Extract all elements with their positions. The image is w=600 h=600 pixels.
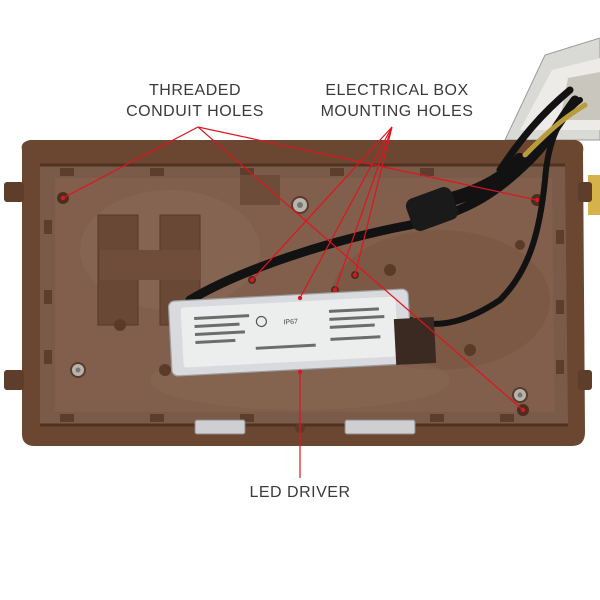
label-line: MOUNTING HOLES [320,103,474,120]
callout-leader-lines [60,126,540,478]
threaded-conduit-holes-label: THREADED CONDUIT HOLES [120,80,270,122]
led-driver-body [167,288,437,377]
led-driver-label: LED DRIVER [249,484,351,501]
terminal-strips [194,419,416,435]
label-line: CONDUIT HOLES [126,103,264,120]
label-line: ELECTRICAL BOX [325,82,469,99]
driver-ip-rating: IP67 [283,319,298,327]
label-line: THREADED [148,82,241,99]
screws [70,196,528,403]
electrical-box-mounting-holes-label: ELECTRICAL BOX MOUNTING HOLES [312,80,482,122]
cable-gland [405,187,459,231]
